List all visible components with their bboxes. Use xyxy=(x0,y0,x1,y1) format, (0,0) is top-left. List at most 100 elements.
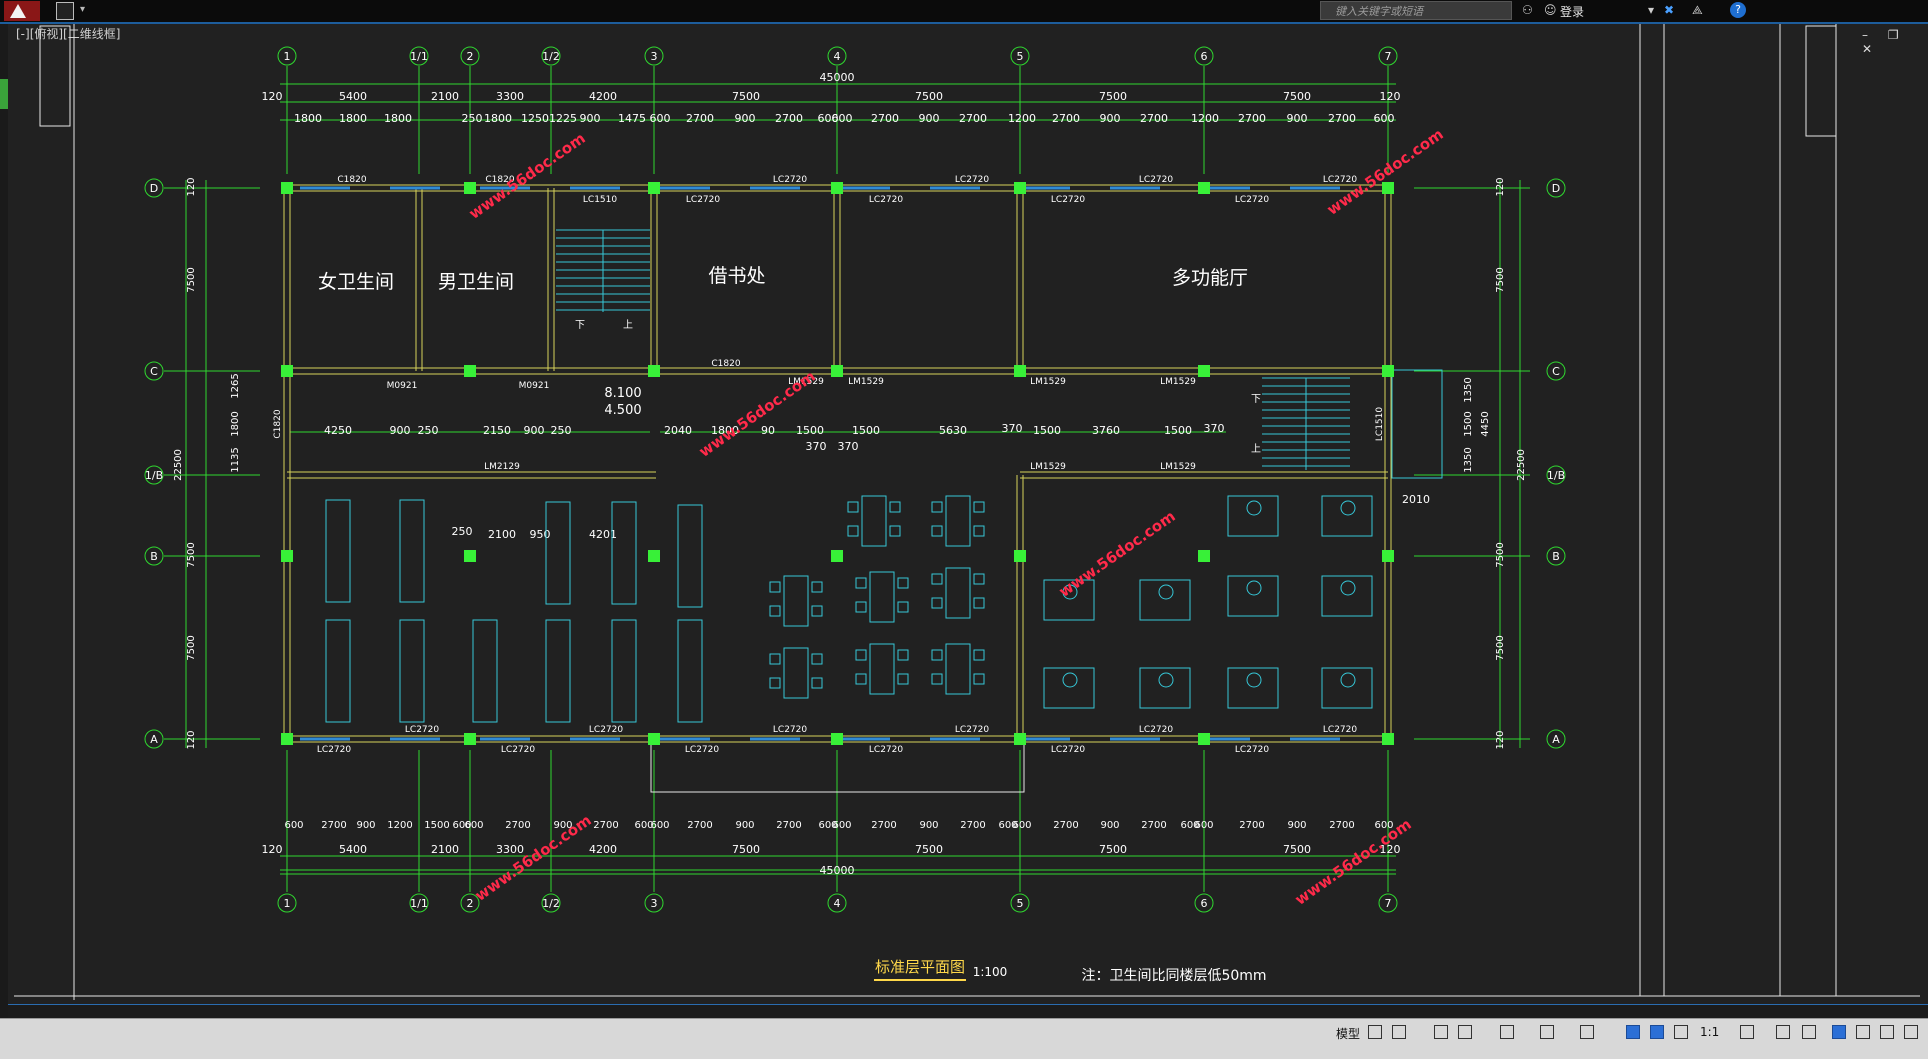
watermark-text: www.56doc.com xyxy=(1056,507,1179,601)
grid-icon[interactable] xyxy=(1368,1025,1382,1039)
dropdown-icon[interactable]: ▾ xyxy=(1648,3,1655,17)
window-tag: LC2720 xyxy=(1235,745,1269,755)
dimension-text-bottom: 600 xyxy=(998,820,1017,831)
axis-bubble xyxy=(1546,465,1566,485)
dimension-text-top: 900 xyxy=(1100,112,1121,125)
window-tag: LC1510 xyxy=(583,195,617,205)
dimension-text-bottom: 3300 xyxy=(496,843,524,856)
dimension-text-bottom: 120 xyxy=(262,843,283,856)
ortho-icon[interactable] xyxy=(1434,1025,1448,1039)
dimension-text-right: 4450 xyxy=(1480,411,1491,436)
dimension-text-left: 120 xyxy=(186,730,197,749)
column-marker xyxy=(831,182,843,194)
axis-label-top: 2 xyxy=(467,50,474,63)
object-snap-icon[interactable] xyxy=(1540,1025,1554,1039)
dimension-text-right: 120 xyxy=(1495,730,1506,749)
dimension-text-bottom: 600 xyxy=(818,820,837,831)
binoculars-icon[interactable]: ⚇ xyxy=(1522,3,1533,17)
workspace-gear-icon[interactable] xyxy=(1740,1025,1754,1039)
office-chair xyxy=(1340,580,1356,596)
window-tag: LC2720 xyxy=(955,725,989,735)
auto-scale-icon[interactable] xyxy=(1650,1025,1664,1039)
lineweight-icon[interactable] xyxy=(1580,1025,1594,1039)
annotation-scale-value[interactable]: 1:1 xyxy=(1700,1025,1720,1039)
bookshelf xyxy=(545,619,571,723)
chair xyxy=(931,501,943,513)
polar-icon[interactable] xyxy=(1458,1025,1472,1039)
quick-access-dropdown-icon[interactable]: ▾ xyxy=(80,4,86,15)
axis-bubble xyxy=(144,178,164,198)
isodraft-icon[interactable] xyxy=(1500,1025,1514,1039)
dimension-text-top: 2700 xyxy=(959,112,987,125)
column-marker xyxy=(831,733,843,745)
exchange-icon[interactable]: ✖ xyxy=(1664,3,1675,17)
annotation-visibility-icon[interactable] xyxy=(1626,1025,1640,1039)
chair xyxy=(769,581,781,593)
user-icon[interactable]: ☺ xyxy=(1544,3,1557,17)
bookshelf xyxy=(677,504,703,608)
dimension-text-top: 900 xyxy=(919,112,940,125)
dimension-text-top: 1475 xyxy=(618,112,646,125)
search-input[interactable]: 键入关键字或短语 xyxy=(1320,1,1512,20)
dimension-text-bottom: 2700 xyxy=(776,820,801,831)
dimension-text-bottom: 2700 xyxy=(1239,820,1264,831)
hardware-acceleration-icon[interactable] xyxy=(1856,1025,1870,1039)
axis-bubble xyxy=(277,46,297,66)
add-icon[interactable] xyxy=(1776,1025,1790,1039)
window-tag: LC2720 xyxy=(1235,195,1269,205)
dimension-text-top: 1800 xyxy=(339,112,367,125)
dimension-text-top: 1800 xyxy=(294,112,322,125)
save-icon[interactable] xyxy=(56,2,74,20)
chair xyxy=(973,573,985,585)
dimension-text-top: 2700 xyxy=(1140,112,1168,125)
login-link[interactable]: 登录 xyxy=(1560,5,1585,19)
snap-icon[interactable] xyxy=(1392,1025,1406,1039)
dimension-text-middle: 2150 xyxy=(483,424,511,437)
dimension-text-top: 7500 xyxy=(1283,90,1311,103)
column-marker xyxy=(648,365,660,377)
viewport-controls-label[interactable]: [-][俯视][二维线框] xyxy=(16,27,121,41)
annotation-scale-icon[interactable] xyxy=(1674,1025,1688,1039)
customize-icon[interactable] xyxy=(1904,1025,1918,1039)
door-tag: C1820 xyxy=(711,359,740,369)
dimension-text-bottom: 4200 xyxy=(589,843,617,856)
axis-bubble xyxy=(541,893,561,913)
dimension-text-bottom: 600 xyxy=(832,820,851,831)
window-tag: LC2720 xyxy=(1139,725,1173,735)
reading-table xyxy=(945,567,971,619)
dimension-text-bottom: 600 xyxy=(1012,820,1031,831)
room-name: 男卫生间 xyxy=(438,271,514,293)
dimension-text-bottom: 7500 xyxy=(915,843,943,856)
dimension-text-top: 7500 xyxy=(915,90,943,103)
bookshelf xyxy=(399,619,425,723)
chair xyxy=(889,501,901,513)
office-chair xyxy=(1340,500,1356,516)
watermark-text: www.56doc.com xyxy=(466,129,589,223)
axis-bubble xyxy=(541,46,561,66)
model-space-button[interactable]: 模型 xyxy=(1336,1027,1361,1041)
dimension-text-top: 2700 xyxy=(1238,112,1266,125)
application-menu-button[interactable] xyxy=(4,1,40,21)
axis-label-top: 1 xyxy=(284,50,291,63)
autocad-logo-icon xyxy=(10,4,26,18)
dimension-text-bottom: 2700 xyxy=(687,820,712,831)
dimension-text-bottom: 900 xyxy=(553,820,572,831)
help-icon[interactable]: ? xyxy=(1730,2,1746,18)
bookshelf xyxy=(611,619,637,723)
door-tag: LM1529 xyxy=(1030,462,1066,472)
layout-tab-strip[interactable] xyxy=(8,1004,1928,1019)
dimension-text-top: 2700 xyxy=(1328,112,1356,125)
dimension-text-top: 2700 xyxy=(1052,112,1080,125)
isolate-icon[interactable] xyxy=(1832,1025,1846,1039)
dimension-text-middle: 1500 xyxy=(1164,424,1192,437)
a360-icon[interactable]: ⟁ xyxy=(1692,3,1703,17)
dimension-text-bottom: 900 xyxy=(356,820,375,831)
drawing-window-controls[interactable]: – ❐ ✕ xyxy=(1862,28,1907,56)
units-icon[interactable] xyxy=(1802,1025,1816,1039)
fullscreen-icon[interactable] xyxy=(1880,1025,1894,1039)
dimension-text-bottom: 600 xyxy=(1194,820,1213,831)
dimension-text-middle: 2040 xyxy=(664,424,692,437)
dimension-overall-top: 45000 xyxy=(820,71,855,84)
axis-label-left: A xyxy=(150,733,158,746)
column-marker xyxy=(1198,550,1210,562)
